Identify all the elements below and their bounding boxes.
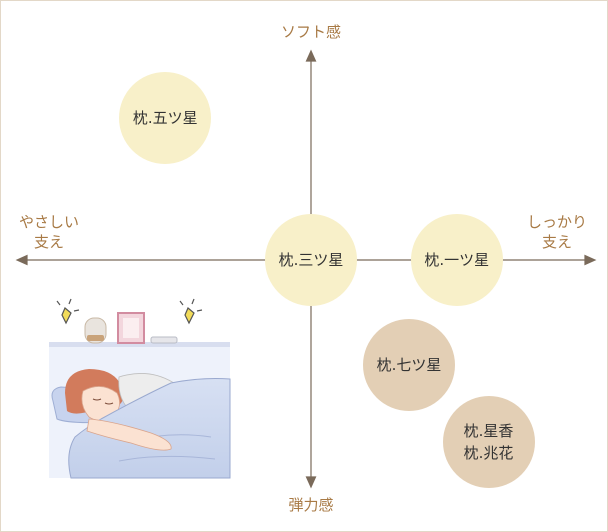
product-label: 枕.五ツ星 bbox=[132, 108, 198, 127]
arrow-up-icon bbox=[305, 49, 317, 62]
product-label: 枕.七ツ星 bbox=[376, 355, 442, 374]
product-label: 枕.兆花 bbox=[463, 444, 514, 463]
axis-label-right-line1: しっかり bbox=[526, 213, 587, 231]
product-bubble-one-star: 枕.一ツ星 bbox=[410, 214, 503, 306]
axis-label-left-line2: 支え bbox=[33, 233, 64, 251]
arrow-down-icon bbox=[305, 476, 317, 489]
axis-label-top: ソフト感 bbox=[280, 23, 341, 41]
product-bubble-five-star: 枕.五ツ星 bbox=[119, 71, 212, 164]
axis-label-left-line1: やさしい bbox=[18, 213, 79, 231]
sleeping-woman-illustration bbox=[49, 298, 231, 479]
axis-label-right: しっかり 支え bbox=[517, 212, 597, 252]
product-label: 枕.一ツ星 bbox=[424, 251, 490, 269]
arrow-right-icon bbox=[584, 254, 597, 266]
photo-frame-icon bbox=[117, 312, 145, 344]
product-bubble-seven-star: 枕.七ツ星 bbox=[363, 318, 456, 411]
smartphone-icon bbox=[150, 336, 178, 344]
axis-label-bottom: 弾力感 bbox=[288, 496, 334, 514]
product-bubble-three-star: 枕.三ツ星 bbox=[265, 214, 357, 306]
product-label: 枕.星香 bbox=[463, 422, 514, 441]
alarm-ring-icon bbox=[56, 298, 203, 325]
axis-label-left: やさしい 支え bbox=[9, 212, 89, 252]
product-bubble-star-fragrance: 枕.星香枕.兆花 bbox=[442, 396, 535, 489]
arrow-left-icon bbox=[15, 254, 28, 266]
product-label: 枕.三ツ星 bbox=[278, 251, 344, 269]
alarm-clock-icon bbox=[84, 317, 107, 344]
axis-label-right-line2: 支え bbox=[541, 233, 572, 251]
